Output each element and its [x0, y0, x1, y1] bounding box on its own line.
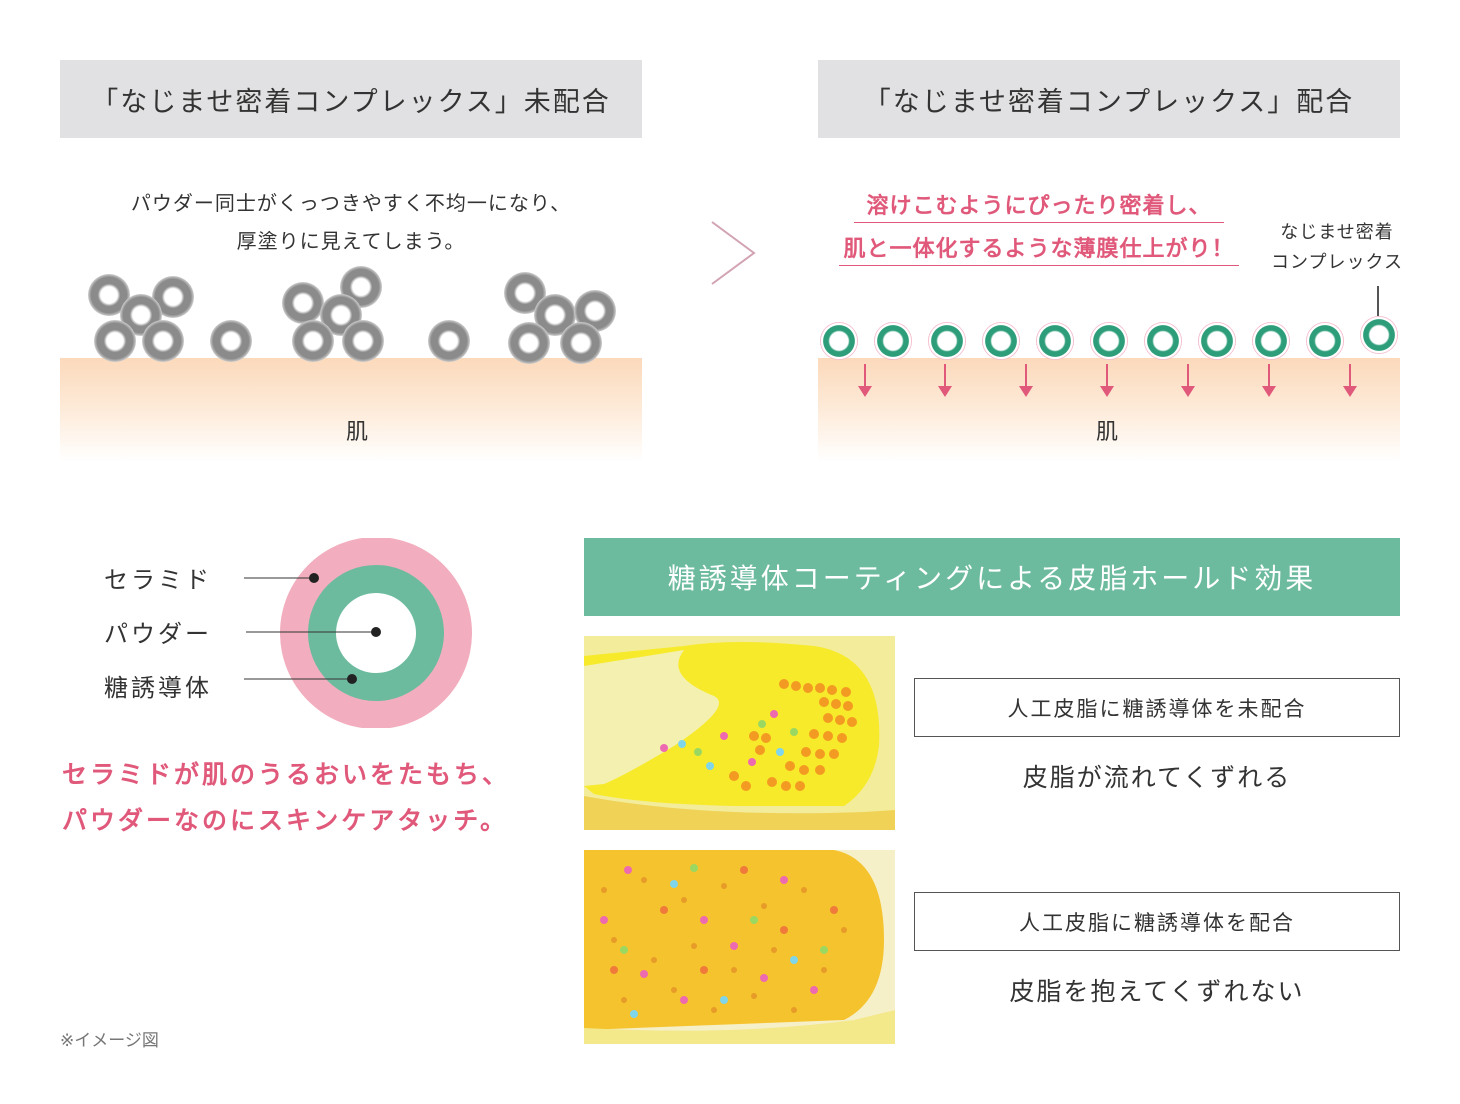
case2-label: 人工皮脂に糖誘導体を配合 — [1019, 910, 1295, 935]
right-panel-header-text: 「なじませ密着コンプレックス」配合 — [863, 86, 1355, 118]
complex-callout: なじませ密着 コンプレックス — [1262, 218, 1412, 278]
legend-label-powder: パウダー — [104, 620, 212, 648]
footnote: ※イメージ図 — [60, 1031, 159, 1051]
callout-line1: なじませ密着 — [1280, 222, 1394, 243]
coated-particle — [1144, 322, 1182, 360]
right-skin-area — [818, 358, 1400, 462]
left-panel-header: 「なじませ密着コンプレックス」未配合 — [60, 60, 642, 138]
arrow-down-icon — [938, 364, 952, 397]
coated-particle — [928, 322, 966, 360]
case1-label: 人工皮脂に糖誘導体を未配合 — [1007, 696, 1307, 721]
left-skin-area — [60, 358, 642, 462]
case2-label-box: 人工皮脂に糖誘導体を配合 — [914, 892, 1400, 951]
case1-label-box: 人工皮脂に糖誘導体を未配合 — [914, 678, 1400, 737]
particle-structure-diagram — [244, 538, 472, 728]
legend-label-ceramide: セラミド — [104, 566, 212, 594]
right-panel-header: 「なじませ密着コンプレックス」配合 — [818, 60, 1400, 138]
clumped-particle — [428, 320, 470, 362]
left-description-line2: 厚塗りに見えてしまう。 — [236, 229, 466, 253]
coated-particle — [982, 322, 1020, 360]
leader-dot-sugar — [347, 674, 357, 684]
left-skin-label: 肌 — [346, 420, 369, 445]
clumped-particle — [508, 322, 550, 364]
arrow-down-icon — [1343, 364, 1357, 397]
legend-pink-line1: セラミドが肌のうるおいをたもち、 — [62, 760, 511, 789]
right-skin-label: 肌 — [1096, 420, 1119, 445]
left-panel-header-text: 「なじませ密着コンプレックス」未配合 — [91, 86, 611, 118]
right-highlight-text: 溶けこむようにぴったり密着し、 肌と一体化するような薄膜仕上がり！ — [818, 188, 1260, 266]
clumped-particle — [292, 320, 334, 362]
arrow-down-icon — [1100, 364, 1114, 397]
clumped-particle — [342, 320, 384, 362]
coated-particle — [874, 322, 912, 360]
arrow-down-icon — [1262, 364, 1276, 397]
coated-particle — [1360, 316, 1398, 354]
chevron-right-icon — [711, 221, 756, 285]
callout-leader-line — [1377, 286, 1379, 316]
clumped-particle — [560, 322, 602, 364]
photo-without-sugar — [584, 636, 895, 830]
coated-particle — [1090, 322, 1128, 360]
right-highlight-line2: 肌と一体化するような薄膜仕上がり！ — [839, 231, 1239, 266]
experiment-banner: 糖誘導体コーティングによる皮脂ホールド効果 — [584, 538, 1400, 616]
coated-particle — [1036, 322, 1074, 360]
leader-dot-powder — [371, 627, 381, 637]
coated-particle — [1306, 322, 1344, 360]
legend-pink-line2: パウダーなのにスキンケアタッチ。 — [62, 806, 509, 835]
coated-particle — [1252, 322, 1290, 360]
photo-with-sugar — [584, 850, 895, 1044]
leader-dot-ceramide — [309, 573, 319, 583]
experiment-banner-text: 糖誘導体コーティングによる皮脂ホールド効果 — [667, 562, 1317, 595]
clumped-particle — [210, 320, 252, 362]
case1-result: 皮脂が流れてくずれる — [1022, 763, 1292, 792]
right-highlight-line1: 溶けこむようにぴったり密着し、 — [854, 188, 1224, 223]
legend-pink-text: セラミドが肌のうるおいをたもち、 パウダーなのにスキンケアタッチ。 — [62, 752, 510, 844]
case2-result: 皮脂を抱えてくずれない — [1009, 977, 1305, 1006]
left-panel-description: パウダー同士がくっつきやすく不均一になり、 厚塗りに見えてしまう。 — [60, 184, 642, 260]
coated-particle — [820, 322, 858, 360]
arrow-down-icon — [1019, 364, 1033, 397]
clumped-particle — [94, 320, 136, 362]
arrow-down-icon — [858, 364, 872, 397]
callout-line2: コンプレックス — [1271, 252, 1403, 273]
clumped-particle — [142, 320, 184, 362]
left-description-line1: パウダー同士がくっつきやすく不均一になり、 — [130, 191, 572, 215]
coated-particle — [1198, 322, 1236, 360]
arrow-down-icon — [1181, 364, 1195, 397]
legend-label-sugar: 糖誘導体 — [104, 674, 212, 702]
clumped-particle — [282, 282, 324, 324]
